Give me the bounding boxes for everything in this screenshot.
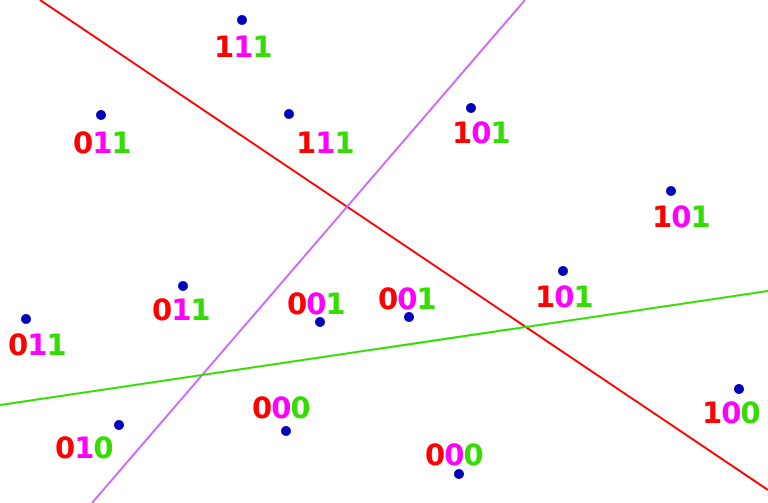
code-bit-1: 1 xyxy=(535,280,554,314)
code-label: 011 xyxy=(152,293,210,327)
code-bit-2: 0 xyxy=(471,116,490,150)
point-dot xyxy=(21,314,31,324)
code-bit-2: 1 xyxy=(27,328,46,362)
code-bit-2: 0 xyxy=(397,282,416,316)
code-bit-1: 0 xyxy=(287,287,306,321)
code-bit-2: 0 xyxy=(554,280,573,314)
region-point: 001 xyxy=(287,287,346,327)
code-bit-1: 0 xyxy=(55,431,74,465)
region-point: 001 xyxy=(378,282,437,322)
code-bit-3: 1 xyxy=(334,126,353,160)
point-dot xyxy=(96,110,106,120)
code-bit-3: 1 xyxy=(111,126,130,160)
code-bit-1: 0 xyxy=(8,328,27,362)
region-point: 111 xyxy=(214,15,273,64)
code-label: 011 xyxy=(73,126,131,160)
point-dot xyxy=(466,103,476,113)
code-label: 111 xyxy=(214,30,272,64)
code-label: 010 xyxy=(55,431,113,465)
code-bit-3: 0 xyxy=(463,438,482,472)
code-bit-3: 1 xyxy=(252,30,271,64)
code-bit-1: 0 xyxy=(73,126,92,160)
code-bit-3: 1 xyxy=(325,287,344,321)
code-label: 101 xyxy=(452,116,510,150)
point-dot xyxy=(284,109,294,119)
point-dot xyxy=(178,281,188,291)
point-dot xyxy=(114,420,124,430)
code-bit-2: 1 xyxy=(233,30,252,64)
code-bit-3: 1 xyxy=(190,293,209,327)
code-bit-2: 1 xyxy=(92,126,111,160)
point-dot xyxy=(404,312,414,322)
point-dot xyxy=(454,469,464,479)
code-label: 000 xyxy=(252,391,310,425)
violet-line xyxy=(91,0,526,503)
region-point: 011 xyxy=(73,110,132,160)
code-bit-2: 0 xyxy=(444,438,463,472)
code-bit-1: 0 xyxy=(152,293,171,327)
code-bit-3: 0 xyxy=(93,431,112,465)
code-bit-2: 0 xyxy=(671,200,690,234)
point-dot xyxy=(281,426,291,436)
code-bit-2: 0 xyxy=(721,396,740,430)
code-label: 111 xyxy=(296,126,354,160)
point-dot xyxy=(237,15,247,25)
code-label: 000 xyxy=(425,438,483,472)
code-label: 001 xyxy=(378,282,436,316)
code-bit-1: 0 xyxy=(378,282,397,316)
code-bit-2: 0 xyxy=(306,287,325,321)
point-dot xyxy=(315,317,325,327)
region-point: 101 xyxy=(535,266,594,314)
region-point: 100 xyxy=(702,384,761,430)
code-bit-1: 1 xyxy=(702,396,721,430)
region-point: 011 xyxy=(152,281,211,327)
region-point: 101 xyxy=(652,186,711,234)
region-point: 000 xyxy=(425,438,484,479)
code-bit-2: 1 xyxy=(74,431,93,465)
region-point: 010 xyxy=(55,420,124,465)
red-line xyxy=(39,0,768,491)
code-bit-3: 0 xyxy=(740,396,759,430)
code-label: 001 xyxy=(287,287,345,321)
code-bit-1: 1 xyxy=(652,200,671,234)
region-point: 111 xyxy=(284,109,355,160)
code-bit-1: 1 xyxy=(214,30,233,64)
code-bit-1: 1 xyxy=(452,116,471,150)
code-label: 101 xyxy=(652,200,710,234)
region-point: 011 xyxy=(8,314,67,362)
code-label: 101 xyxy=(535,280,593,314)
code-bit-3: 1 xyxy=(490,116,509,150)
code-bit-1: 0 xyxy=(252,391,271,425)
point-dot xyxy=(734,384,744,394)
green-line xyxy=(0,290,768,406)
code-bit-3: 1 xyxy=(46,328,65,362)
region-point: 101 xyxy=(452,103,511,150)
code-bit-1: 1 xyxy=(296,126,315,160)
code-bit-3: 1 xyxy=(416,282,435,316)
point-dot xyxy=(558,266,568,276)
code-bit-3: 1 xyxy=(573,280,592,314)
point-dot xyxy=(666,186,676,196)
code-bit-3: 1 xyxy=(690,200,709,234)
region-point: 000 xyxy=(252,391,311,436)
code-bit-2: 1 xyxy=(315,126,334,160)
code-label: 011 xyxy=(8,328,66,362)
code-label: 100 xyxy=(702,396,760,430)
code-bit-1: 0 xyxy=(425,438,444,472)
code-bit-2: 0 xyxy=(271,391,290,425)
code-bit-2: 1 xyxy=(171,293,190,327)
code-bit-3: 0 xyxy=(290,391,309,425)
